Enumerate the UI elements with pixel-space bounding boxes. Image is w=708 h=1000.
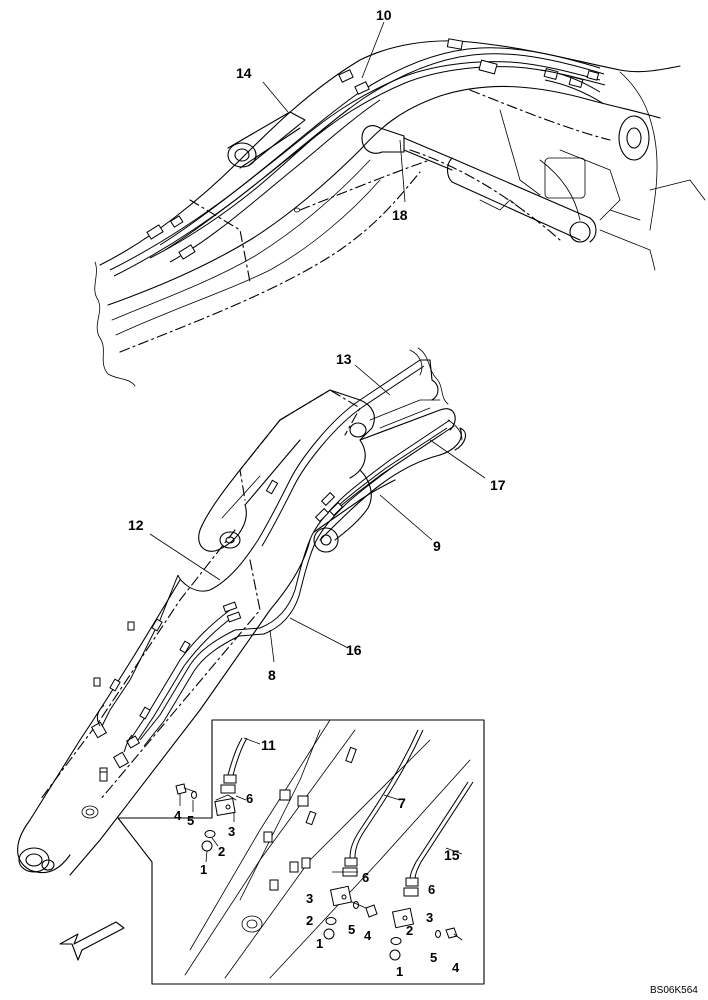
callout-17: 17 [490, 477, 506, 493]
detail-box [117, 719, 485, 985]
callout-16: 16 [346, 642, 362, 658]
callout-11: 11 [261, 737, 276, 753]
detail-callout-2c: 2 [406, 923, 413, 938]
callout-18: 18 [392, 207, 408, 223]
detail-callout-6a: 6 [246, 791, 253, 806]
detail-callout-3c: 3 [426, 910, 433, 925]
detail-callout-1b: 1 [316, 936, 323, 951]
arm-view [17, 347, 486, 876]
detail-callout-2a: 2 [218, 844, 225, 859]
callout-13: 13 [336, 351, 352, 367]
detail-callout-1a: 1 [200, 862, 207, 877]
detail-callout-6c: 6 [428, 882, 435, 897]
detail-callout-1c: 1 [396, 964, 403, 979]
callout-7: 7 [398, 795, 406, 811]
callout-12: 12 [128, 517, 144, 533]
upper-boom-view [94, 21, 706, 387]
detail-callout-5b: 5 [348, 922, 355, 937]
detail-callout-2b: 2 [306, 913, 313, 928]
detail-callout-3a: 3 [228, 824, 235, 839]
detail-callout-3b: 3 [306, 891, 313, 906]
detail-callout-4b: 4 [364, 928, 372, 943]
detail-callout-5a: 5 [187, 813, 194, 828]
detail-callout-4a: 4 [174, 808, 182, 823]
callout-9: 9 [433, 538, 441, 554]
callout-10: 10 [376, 7, 392, 23]
detail-callout-5c: 5 [430, 950, 437, 965]
callout-labels: 10 14 18 13 17 12 9 16 8 11 7 15 6 4 5 3… [128, 7, 698, 996]
callout-8: 8 [268, 667, 276, 683]
direction-arrow-icon [59, 921, 125, 961]
drawing-reference-code: BS06K564 [650, 985, 698, 996]
callout-15: 15 [444, 847, 460, 863]
callout-14: 14 [236, 65, 252, 81]
detail-callout-4c: 4 [452, 960, 460, 975]
detail-callout-6b: 6 [362, 870, 369, 885]
